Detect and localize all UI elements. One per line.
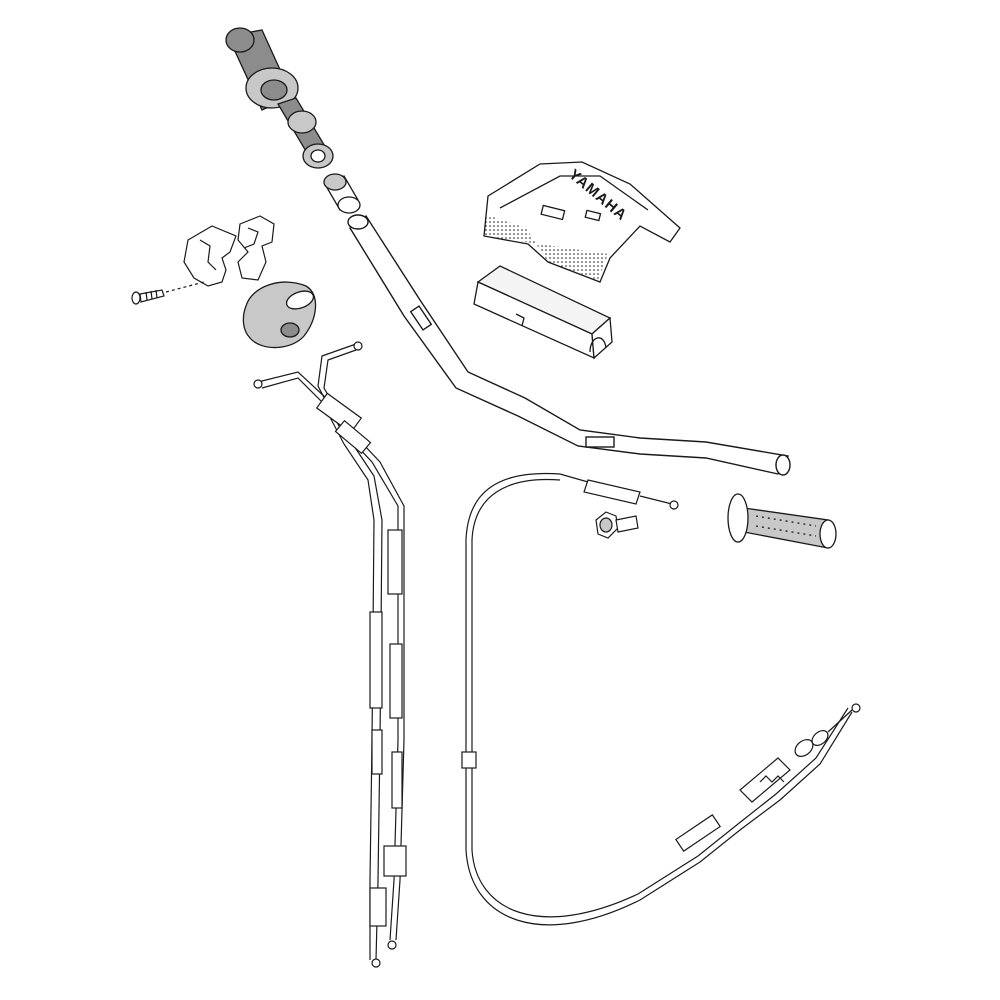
throttle-tube-ring xyxy=(287,110,317,134)
left-grip-flange xyxy=(727,493,749,543)
screw-head xyxy=(131,291,141,305)
hot-start-cable xyxy=(461,472,861,926)
hot-start-wire xyxy=(559,473,673,505)
hot-start-cable-sheath xyxy=(465,472,853,926)
throttle-grip xyxy=(225,27,334,169)
handlebar-tube xyxy=(349,214,790,475)
housing-screw xyxy=(131,281,205,305)
housing-half-right xyxy=(237,215,275,281)
cable-sleeve-5 xyxy=(389,643,403,719)
clutch-wire-end xyxy=(851,703,861,713)
adjuster-nut-face xyxy=(599,517,613,533)
handlebar-mark-left xyxy=(409,305,433,331)
cable-end-b xyxy=(387,940,397,950)
left-grip xyxy=(727,493,837,549)
hot-start-head xyxy=(583,479,641,505)
cable-top-end-b xyxy=(353,341,363,351)
cable-sleeve-8 xyxy=(383,845,407,877)
cable-adjuster xyxy=(595,511,639,539)
clutch-nut-2 xyxy=(811,730,829,746)
handlebar-right-end xyxy=(775,454,791,476)
hot-start-cable-sheath-inner xyxy=(471,478,849,918)
cable-sleeve-4 xyxy=(369,611,383,709)
cover-badge xyxy=(540,204,566,221)
throttle-grip-end xyxy=(225,27,255,53)
clutch-spring xyxy=(759,775,785,783)
cable-end-a xyxy=(371,958,381,968)
pad-side xyxy=(591,316,613,360)
cable-sleeve-7 xyxy=(391,751,403,809)
clutch-wire xyxy=(827,709,853,733)
handlebar-pad xyxy=(473,265,613,360)
handlebar-cover: YAMAHA xyxy=(483,161,681,283)
cable-sleeve-6 xyxy=(371,729,383,775)
left-grip-end xyxy=(819,519,837,549)
cap-bore xyxy=(280,322,300,338)
housing-half-left-cut xyxy=(199,239,217,271)
adjuster-barrel xyxy=(615,515,639,533)
cover-shell xyxy=(483,161,681,283)
hot-start-sleeve xyxy=(461,751,477,769)
throttle-cables xyxy=(253,341,407,968)
cover-badge-small xyxy=(584,209,602,222)
screw-leader xyxy=(165,281,205,293)
collar-bottom xyxy=(337,196,361,214)
throttle-cable-b xyxy=(317,343,399,941)
cable-sleeve-9 xyxy=(369,887,387,927)
throttle-tube-bore xyxy=(310,149,326,163)
cover-ridge xyxy=(499,175,649,211)
cap-slot xyxy=(285,290,315,310)
housing-half-right-cut xyxy=(243,227,259,249)
handlebar-left-end xyxy=(347,214,369,230)
hot-start-wire-end xyxy=(669,500,679,510)
handlebar xyxy=(347,214,791,476)
pad-slot xyxy=(515,313,525,327)
cable-sleeve-1 xyxy=(315,392,363,434)
collar-top xyxy=(323,173,347,191)
throttle-collar xyxy=(323,173,361,214)
clutch-adjuster-body xyxy=(739,757,791,803)
left-grip-texture xyxy=(755,515,817,537)
throttle-cable-b-b xyxy=(323,349,405,941)
throttle-housing xyxy=(183,215,275,287)
screw-threads xyxy=(145,289,158,301)
throttle-grip-flange-inner xyxy=(260,79,288,101)
housing-cap xyxy=(242,281,317,349)
throttle-cable-a xyxy=(257,371,383,961)
clutch-sleeve xyxy=(675,814,721,852)
pad-notch xyxy=(589,337,607,353)
cable-top-end-a xyxy=(253,379,263,389)
handlebar-mark-right xyxy=(585,436,615,448)
cover-grille xyxy=(484,214,608,280)
cable-sleeve-3 xyxy=(387,529,403,595)
housing-half-left xyxy=(183,225,237,287)
throttle-cable-a-b xyxy=(261,377,375,960)
cable-sleeve-2 xyxy=(334,419,372,455)
